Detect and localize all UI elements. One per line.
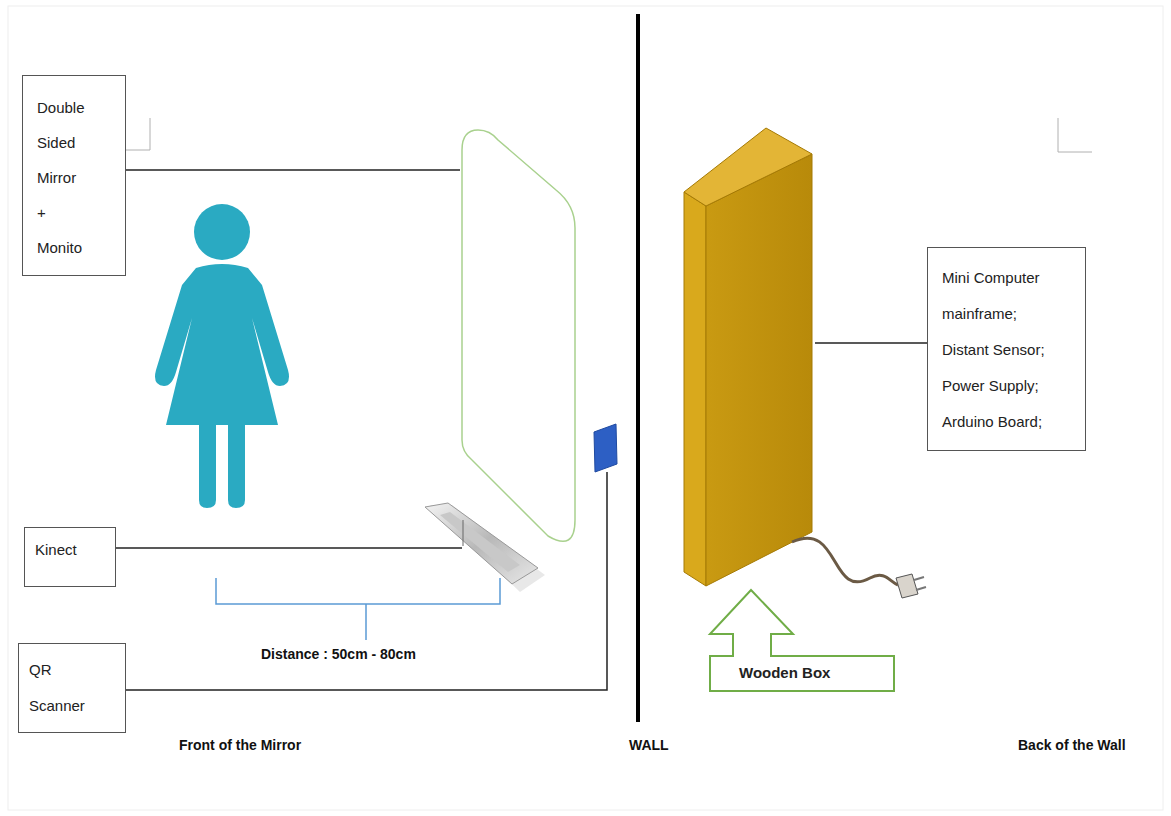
- box-label: Double Sided Mirror + Monito: [37, 90, 87, 265]
- distance-bracket: [216, 578, 500, 640]
- mirror: [462, 130, 575, 541]
- qr-scanner: [594, 424, 617, 472]
- arrow-outline-path: [710, 590, 894, 691]
- qr-label-box: QR Scanner: [18, 643, 126, 733]
- box-label: Wooden Box: [739, 664, 889, 682]
- mirror-label-box: Double Sided Mirror + Monito: [22, 75, 126, 276]
- person-figure: [155, 204, 289, 508]
- computer-label-box: Mini Computer mainframe; Distant Sensor;…: [927, 247, 1086, 451]
- wall-line: [636, 14, 640, 722]
- region-label: Front of the Mirror: [176, 737, 304, 753]
- callout-arrow: Wooden Box: [709, 588, 895, 692]
- kinect-label-box: Kinect: [24, 527, 116, 587]
- box-label: Mini Computer mainframe; Distant Sensor;…: [942, 260, 1060, 440]
- box-label: Kinect: [35, 540, 105, 560]
- region-label: Back of the Wall: [1015, 737, 1129, 753]
- corner-mark: [125, 118, 150, 150]
- region-label: WALL: [626, 737, 672, 753]
- wooden-box: [684, 128, 926, 598]
- frame: [8, 6, 1163, 810]
- corner-mark: [1058, 118, 1092, 152]
- box-label: QR Scanner: [29, 652, 91, 724]
- dimension-label: Distance : 50cm - 80cm: [258, 646, 419, 662]
